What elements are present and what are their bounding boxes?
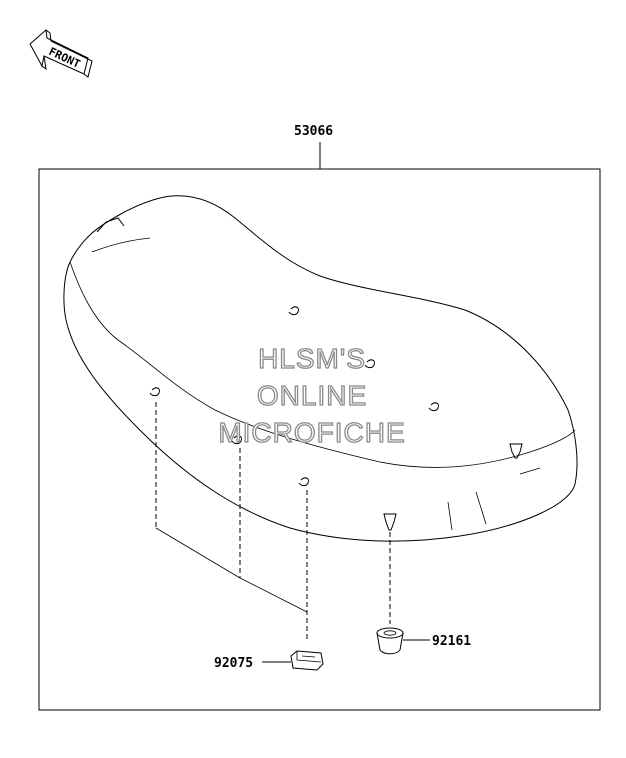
assembly-frame (38, 168, 601, 711)
seat (63, 195, 578, 542)
damper-part-icon (376, 627, 404, 655)
attachment-lines (155, 402, 391, 642)
watermark-line-1: HLSM'S (258, 343, 366, 374)
watermark: HLSM'S ONLINE MICROFICHE (218, 342, 406, 448)
watermark-line-2: ONLINE (257, 380, 367, 411)
part-number-92075: 92075 (214, 656, 253, 671)
clip-part-icon (290, 650, 324, 671)
front-arrow-icon: FRONT (29, 29, 93, 78)
part-number-92161: 92161 (432, 634, 471, 649)
part-number-53066: 53066 (294, 124, 333, 139)
watermark-line-3: MICROFICHE (218, 417, 405, 448)
front-label: FRONT (47, 45, 83, 71)
